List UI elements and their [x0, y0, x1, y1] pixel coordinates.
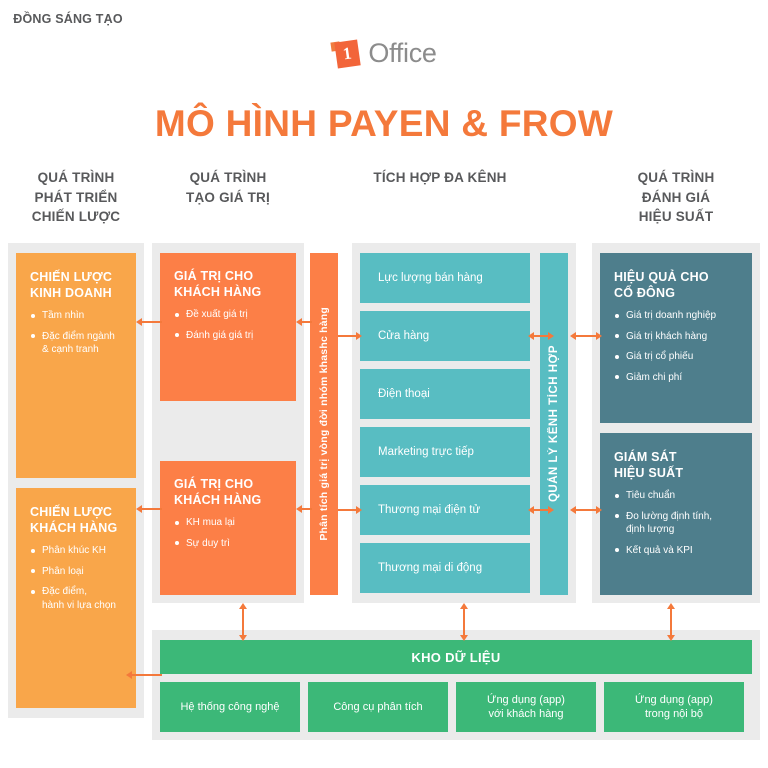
arrow-channel-data [459, 603, 469, 641]
bullet-list: Đề xuất giá trị Đánh giá giá trị [174, 308, 286, 342]
box-data-warehouse[interactable]: KHO DỮ LIỆU [160, 640, 752, 674]
list-item: Đặc điểm,hành vi lựa chọn [30, 585, 124, 612]
list-item: Đề xuất giá trị [174, 308, 286, 322]
page-title: MÔ HÌNH PAYEN & FROW [154, 103, 614, 144]
logo-text: Office [368, 38, 437, 68]
list-item: Phân loại [30, 565, 124, 579]
box-channel-store[interactable]: Cửa hàng [360, 311, 530, 361]
orange-square-logo-icon: 1 [330, 39, 362, 69]
arrow-clv-channel-top [338, 331, 362, 341]
box-channel-telephone[interactable]: Điện thoại [360, 369, 530, 419]
list-item: Đặc điểm ngành& cạnh tranh [30, 330, 124, 357]
arrow-strategy-value-bottom [136, 504, 162, 514]
arrow-mgmt-performance-bottom [570, 505, 602, 515]
list-item: Giá trị doanh nghiệp [614, 309, 742, 323]
box-customer-apps[interactable]: Ứng dụng (app)với khách hàng [456, 682, 596, 732]
box-channel-mcommerce[interactable]: Thương mại di động [360, 543, 530, 593]
list-item: Phân khúc KH [30, 544, 124, 558]
list-item: Đánh giá giá trị [174, 329, 286, 343]
arrow-channel-mgmt-bottom [528, 505, 554, 515]
box-channel-ecommerce[interactable]: Thương mại điện tử [360, 485, 530, 535]
box-internal-apps[interactable]: Ứng dụng (app)trong nội bộ [604, 682, 744, 732]
arrow-strategy-value-top [136, 317, 162, 327]
list-item: Giá trị cổ phiếu [614, 350, 742, 364]
list-item: KH mua lại [174, 516, 286, 530]
box-channel-sales-force[interactable]: Lực lượng bán hàng [360, 253, 530, 303]
box-cocreation: ĐỒNG SÁNG TẠO [13, 12, 123, 26]
list-item: Sự duy trì [174, 537, 286, 551]
box-channel-direct-marketing[interactable]: Marketing trực tiếp [360, 427, 530, 477]
list-item: Kết quả và KPI [614, 544, 742, 558]
bar-integrated-channel-management[interactable]: QUẢN LÝ KÊNH TÍCH HỢP [540, 253, 568, 595]
bullet-list: Tầm nhìn Đặc điểm ngành& cạnh tranh [30, 309, 124, 357]
arrow-performance-data [666, 603, 676, 641]
arrow-value-clv-top [296, 317, 312, 327]
arrow-mgmt-performance-top [570, 331, 602, 341]
bar-label: QUẢN LÝ KÊNH TÍCH HỢP [548, 345, 560, 503]
arrow-clv-channel-bottom [338, 505, 362, 515]
brand-logo: 1 Office [0, 38, 768, 69]
arrow-value-data [238, 603, 248, 641]
bar-customer-lifetime-value[interactable]: Phân tích giá trị vòng đời nhóm khashc h… [310, 253, 338, 595]
arrow-value-clv-bottom [296, 504, 312, 514]
bar-label: Phân tích giá trị vòng đời nhóm khashc h… [318, 307, 330, 541]
column-header-channel: TÍCH HỢP ĐA KÊNH [373, 170, 507, 185]
bullet-list: Phân khúc KH Phân loại Đặc điểm,hành vi … [30, 544, 124, 612]
list-item: Tiêu chuẩn [614, 489, 742, 503]
list-item: Giá trị khách hàng [614, 330, 742, 344]
box-technology-systems[interactable]: Hệ thống công nghệ [160, 682, 300, 732]
list-item: Đo lường định tính,định lượng [614, 510, 742, 537]
list-item: Tầm nhìn [30, 309, 124, 323]
bullet-list: KH mua lại Sự duy trì [174, 516, 286, 550]
bullet-list: Giá trị doanh nghiệp Giá trị khách hàng … [614, 309, 742, 384]
list-item: Giảm chi phí [614, 371, 742, 385]
arrow-channel-mgmt-top [528, 331, 554, 341]
bullet-list: Tiêu chuẩn Đo lường định tính,định lượng… [614, 489, 742, 557]
arrow-data-strategy [126, 670, 162, 680]
box-analysis-tools[interactable]: Công cụ phân tích [308, 682, 448, 732]
